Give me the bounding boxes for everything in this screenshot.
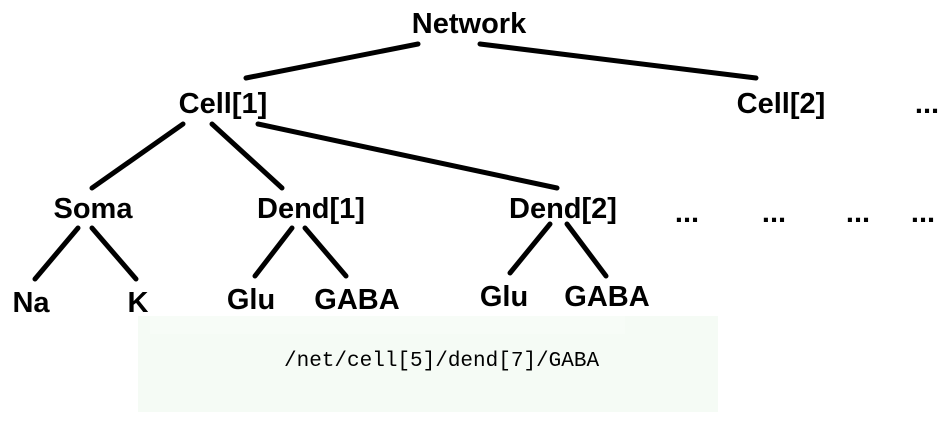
node-dend1-glu: Glu [227,284,275,316]
node-soma-na: Na [12,287,50,319]
node-soma-k: K [128,287,149,319]
node-dend-1: Dend[1] [257,193,365,225]
node-dend-2: Dend[2] [509,193,617,225]
edge-cell1-soma [89,121,186,191]
edge-soma-na [32,225,81,282]
path-example-box-top [150,316,625,334]
node-dend1-gaba: GABA [314,284,399,316]
edge-soma-k [89,225,139,282]
edge-cell1-dend2 [255,121,560,191]
node-cell-1: Cell[1] [179,88,268,120]
edge-dend1-glu [252,225,295,279]
node-soma: Soma [54,193,134,225]
edge-dend2-glu [507,221,553,276]
edge-network-cell1 [243,41,421,81]
tree-edges [32,41,759,282]
tree-labels: Network Cell[1] Cell[2] ... Soma Dend[1]… [12,8,939,319]
edge-dend2-gaba [564,221,609,279]
node-compartment-ellipsis-2: ... [762,197,786,229]
node-compartment-ellipsis-4: ... [911,197,935,229]
edge-dend1-gaba [302,225,349,279]
edge-network-cell2 [477,41,759,81]
example-path-text: /net/cell[5]/dend[7]/GABA [284,350,600,373]
node-dend2-gaba: GABA [564,281,649,313]
node-compartment-ellipsis-3: ... [846,197,870,229]
node-cell-ellipsis: ... [915,88,939,120]
node-compartment-ellipsis-1: ... [675,197,699,229]
node-cell-2: Cell[2] [737,88,826,120]
node-dend2-glu: Glu [480,281,528,313]
node-network: Network [412,8,527,40]
edge-cell1-dend1 [209,121,285,191]
